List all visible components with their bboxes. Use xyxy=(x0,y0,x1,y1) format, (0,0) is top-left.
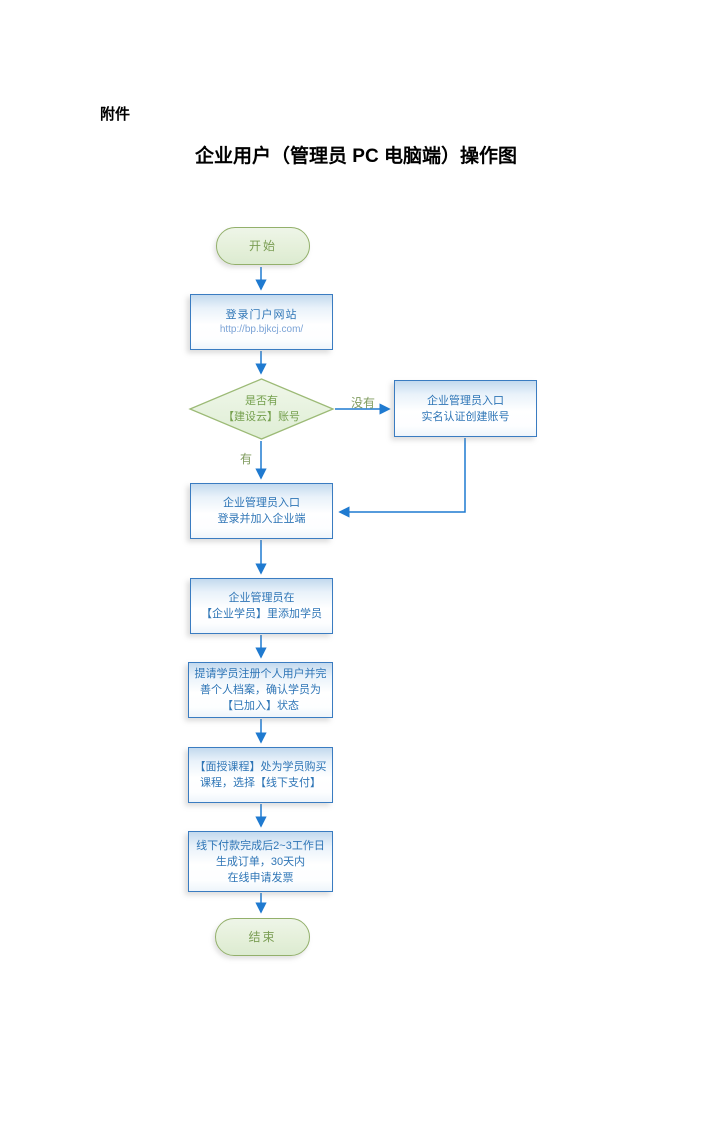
attachment-label: 附件 xyxy=(100,106,131,123)
decision-diamond-shape xyxy=(188,378,335,440)
end-node: 结束 xyxy=(215,918,310,956)
connector-create-to-adminlogin xyxy=(338,438,466,518)
buy-course-node: 【面授课程】处为学员购买 课程，选择【线下支付】 xyxy=(188,747,333,803)
buy-course-label: 【面授课程】处为学员购买 课程，选择【线下支付】 xyxy=(194,761,327,789)
login-portal-url: http://bp.bjkcj.com/ xyxy=(219,324,304,335)
end-label: 结束 xyxy=(248,930,277,944)
add-students-label: 企业管理员在 【企业学员】里添加学员 xyxy=(201,592,322,620)
start-node: 开始 xyxy=(216,227,310,265)
login-portal-label: 登录门户网站 xyxy=(225,309,298,321)
offline-payment-node: 线下付款完成后2~3工作日 生成订单，30天内 在线申请发票 xyxy=(188,831,333,892)
start-label: 开始 xyxy=(248,239,277,253)
branch-no-label: 没有 xyxy=(351,396,376,410)
page-title: 企业用户（管理员 PC 电脑端）操作图 xyxy=(195,146,517,167)
admin-login-label: 企业管理员入口 登录并加入企业端 xyxy=(217,497,306,525)
decision-label: 是否有 【建设云】账号 xyxy=(223,395,300,423)
offline-payment-label: 线下付款完成后2~3工作日 生成订单，30天内 在线申请发票 xyxy=(196,839,325,884)
decision-node: 是否有 【建设云】账号 xyxy=(188,378,335,440)
branch-yes-label: 有 xyxy=(240,452,253,466)
login-portal-node: 登录门户网站 http://bp.bjkcj.com/ xyxy=(190,294,333,350)
admin-login-node: 企业管理员入口 登录并加入企业端 xyxy=(190,483,333,539)
create-account-node: 企业管理员入口 实名认证创建账号 xyxy=(394,380,537,437)
student-register-node: 提请学员注册个人用户并完 善个人档案，确认学员为 【已加入】状态 xyxy=(188,662,333,718)
student-register-label: 提请学员注册个人用户并完 善个人档案，确认学员为 【已加入】状态 xyxy=(194,668,327,712)
create-account-label: 企业管理员入口 实名认证创建账号 xyxy=(421,394,510,423)
add-students-node: 企业管理员在 【企业学员】里添加学员 xyxy=(190,578,333,634)
